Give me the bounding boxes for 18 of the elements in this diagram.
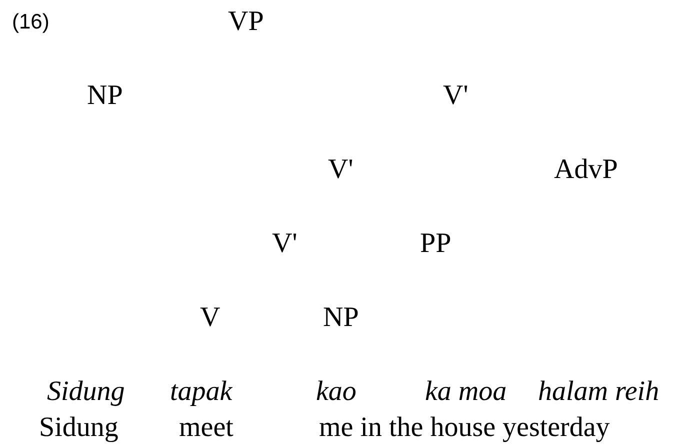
tree-node-label: VP	[228, 8, 264, 36]
tree-node-label: V	[200, 304, 220, 332]
source-word: ka moa	[425, 378, 507, 406]
tree-node-label: V'	[328, 156, 354, 184]
tree-node-label: PP	[420, 230, 452, 258]
gloss-word: Sidung	[39, 414, 118, 442]
tree-node-label: V'	[443, 82, 468, 110]
source-word: kao	[316, 378, 356, 406]
source-word: Sidung	[47, 378, 125, 406]
tree-node-label: NP	[323, 304, 359, 332]
tree-node-label: AdvP	[554, 156, 618, 184]
tree-node-label: V'	[272, 230, 298, 258]
source-word: tapak	[170, 378, 232, 406]
gloss-phrase: me in the house yesterday	[319, 414, 610, 442]
tree-node-label: NP	[87, 82, 123, 110]
source-word: halam reih	[538, 378, 660, 406]
example-number: (16)	[12, 12, 50, 32]
gloss-word: meet	[179, 414, 234, 442]
